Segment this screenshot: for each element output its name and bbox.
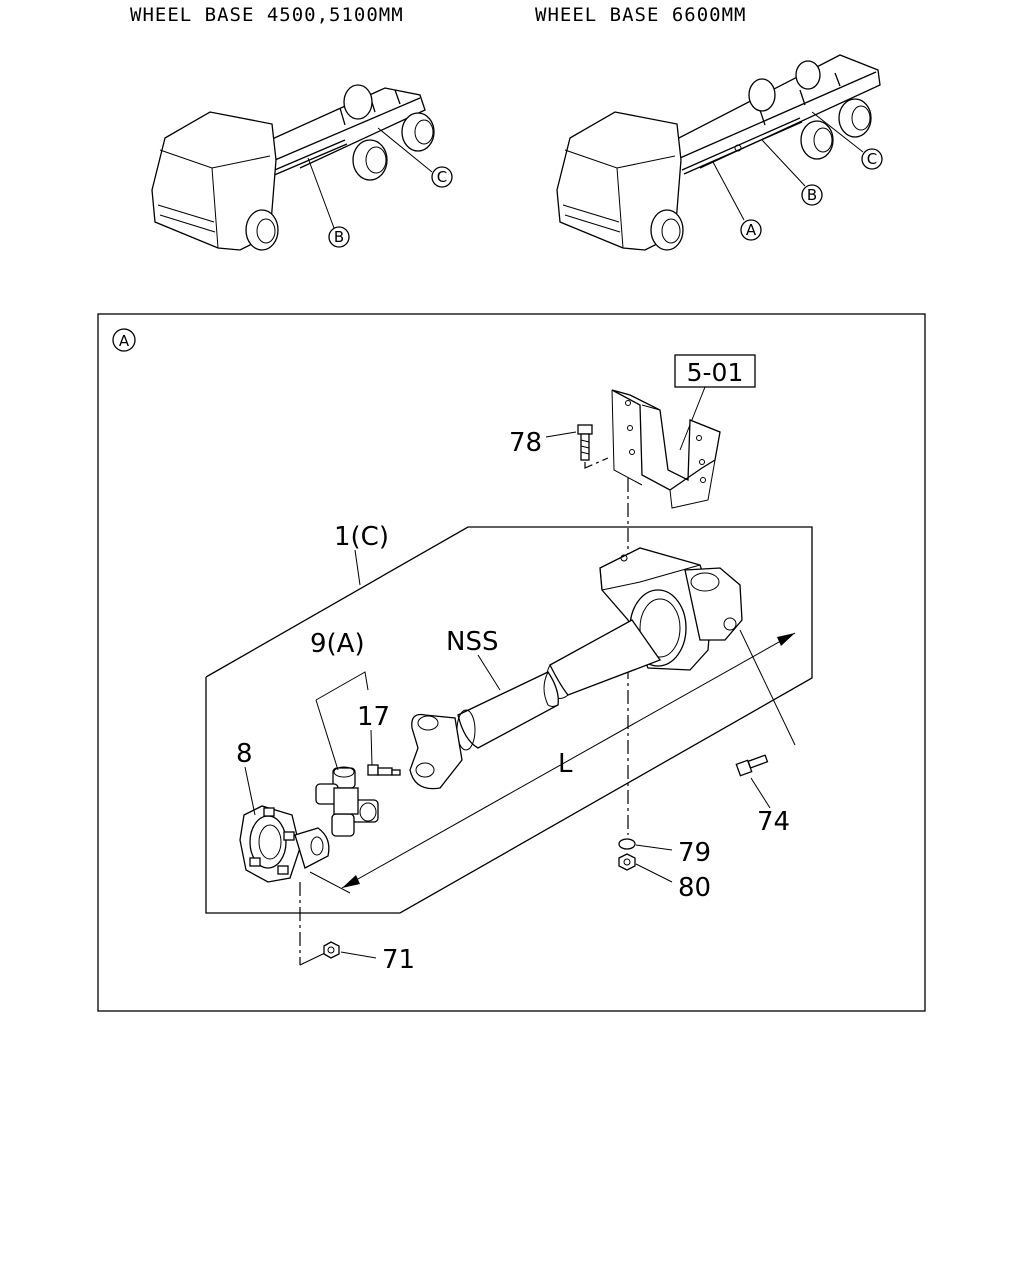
callout-79: 79 [678, 838, 711, 868]
dimension-l [309, 629, 796, 894]
detail-view-marker: A [119, 332, 130, 350]
nut-80 [618, 853, 673, 883]
truck-overview-left: B C [151, 84, 453, 251]
wheelbase-label-right: WHEEL BASE 6600MM [535, 4, 747, 26]
callout-8: 8 [236, 739, 253, 769]
drive-shaft [409, 619, 662, 790]
callout-l: L [558, 749, 573, 779]
detail-frame [97, 313, 926, 1012]
callout-17: 17 [357, 702, 390, 732]
truck-overview-right: A B C [556, 54, 883, 251]
bolt-74 [735, 754, 771, 809]
marker-b-right: B [807, 186, 817, 204]
nut-71 [299, 882, 377, 966]
assembly-outline [205, 526, 813, 914]
wheelbase-label-left: WHEEL BASE 4500,5100MM [130, 4, 404, 26]
callout-80: 80 [678, 873, 711, 903]
callout-78: 78 [509, 428, 542, 458]
callout-9a: 9(A) [310, 629, 365, 659]
callout-74: 74 [757, 807, 790, 837]
frame-bracket [611, 389, 721, 509]
universal-joint [315, 766, 379, 837]
grease-fitting [367, 764, 401, 776]
companion-flange [239, 805, 330, 883]
washer-79 [618, 838, 673, 851]
detail-marker-circle [112, 328, 136, 352]
reference-box [674, 354, 756, 388]
marker-b-left: B [334, 228, 344, 246]
marker-c-left: C [437, 168, 447, 186]
marker-a-right: A [746, 221, 757, 239]
reference-box-label: 5-01 [687, 358, 744, 387]
center-bearing [599, 547, 743, 671]
callout-1c: 1(C) [334, 522, 389, 552]
callout-nss: NSS [446, 627, 498, 657]
marker-c-right: C [867, 150, 877, 168]
bolt-78 [545, 424, 609, 469]
callout-71: 71 [382, 945, 415, 975]
